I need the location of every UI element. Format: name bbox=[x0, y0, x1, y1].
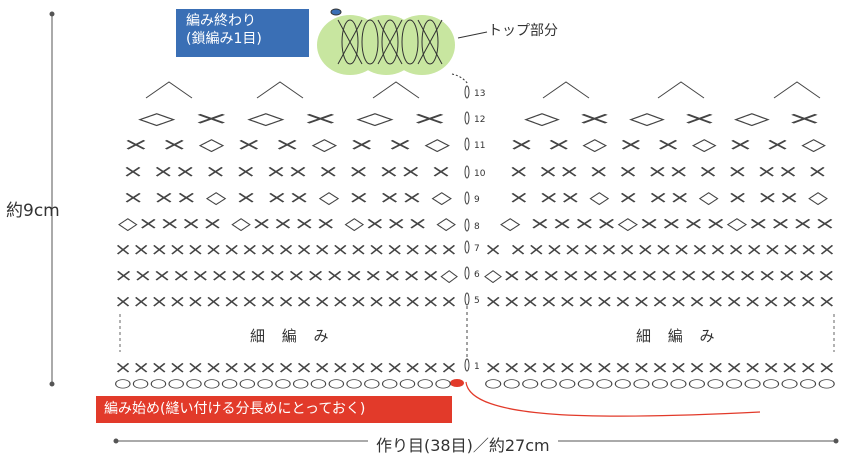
stitch-row-11-right: × × ◇ × × ◇ × × ◇ bbox=[508, 135, 828, 155]
foundation-chain-right: ○○○○○○○○○○○○○○○○○○○ bbox=[484, 376, 836, 390]
top-part-oval bbox=[317, 15, 455, 75]
stitch-row-8-right: ◇ ××××◇××××◇×××× bbox=[500, 214, 836, 234]
stitch-row-10-left: × ×× × × ×× × × ×× × bbox=[122, 162, 452, 182]
height-measure-line bbox=[49, 11, 55, 387]
center-chain-column bbox=[464, 85, 470, 372]
top-part-dotted-link bbox=[451, 73, 469, 85]
start-red-marker bbox=[450, 379, 464, 387]
row-number-6: 6 bbox=[474, 270, 480, 280]
stitch-row-6-left: ×××××××××××××××××◇ bbox=[114, 266, 459, 286]
row-number-1: 1 bbox=[474, 362, 480, 372]
stitch-row-5-left: ××××××××××××××××××× bbox=[114, 292, 458, 312]
row-number-13: 13 bbox=[474, 89, 485, 99]
foundation-chain-left: ○○○○○○○○○○○○○○○○○○○ bbox=[114, 376, 452, 390]
foundation-label: 作り目(38目)／約27cm bbox=[368, 432, 558, 456]
row-number-8: 8 bbox=[474, 222, 480, 232]
side-dashed-lines bbox=[119, 314, 835, 352]
stitch-row-10-right: × ×× × × ×× × × ×× × bbox=[508, 162, 828, 182]
peak-arches bbox=[145, 81, 821, 99]
end-label-line2: (鎖編み1目) bbox=[186, 31, 262, 47]
row-number-11: 11 bbox=[474, 141, 485, 151]
end-blue-marker bbox=[330, 8, 342, 16]
row-number-9: 9 bbox=[474, 195, 480, 205]
height-label: 約9cm bbox=[6, 201, 60, 221]
stitch-row-12-right: ◇ × ◇ × ◇ × bbox=[524, 109, 824, 129]
stitch-row-7-right: × ×××××××××××××××××× bbox=[484, 240, 836, 260]
single-crochet-label-left: 細 編 み bbox=[250, 327, 335, 345]
stitch-row-12-left: ◇ × ◇ × ◇ × bbox=[138, 109, 450, 129]
stitch-row-5-right: ××××××××××××××××××× bbox=[484, 292, 836, 312]
end-label-line1: 編み終わり bbox=[186, 13, 256, 29]
stitch-row-11-left: × × ◇ × × ◇ × × ◇ bbox=[122, 135, 452, 155]
row-number-7: 7 bbox=[474, 244, 480, 254]
stitch-row-6-right: ◇××××××××××××××××× bbox=[484, 266, 836, 286]
end-label-box: 編み終わり (鎖編み1目) bbox=[176, 9, 309, 57]
row-number-12: 12 bbox=[474, 115, 485, 125]
stitch-row-1-right: ××××××××××××××××××× bbox=[484, 358, 836, 378]
top-part-label: トップ部分 bbox=[488, 23, 558, 39]
top-part-pointer bbox=[457, 31, 488, 39]
stitch-row-1-left: ××××××××××××××××××× bbox=[114, 358, 458, 378]
stitch-row-7-left: ××××××××××××××××××× bbox=[114, 240, 458, 260]
stitch-row-9-left: × ×× ◇ × ×× ◇ × ×× ◇ bbox=[122, 188, 453, 208]
row-number-10: 10 bbox=[474, 169, 486, 179]
start-tail-yarn bbox=[465, 381, 761, 417]
single-crochet-label-right: 細 編 み bbox=[636, 327, 721, 345]
start-label-box: 編み始め(縫い付ける分長めにとっておく) bbox=[96, 396, 452, 423]
row-number-5: 5 bbox=[474, 296, 480, 306]
stitch-row-8-left: ◇×××× ◇×××× ◇××× ◇ bbox=[118, 214, 457, 234]
stitch-row-9-right: × ×× ◇ × ×× ◇ × ×× ◇ bbox=[508, 188, 829, 208]
